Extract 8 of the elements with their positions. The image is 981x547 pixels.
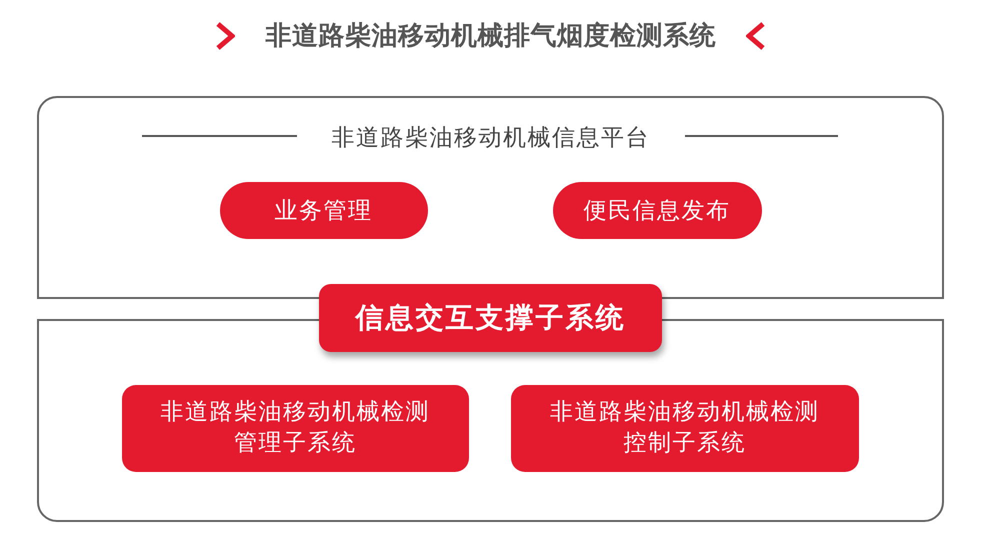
subsystem-block: 非道路柴油移动机械检测管理子系统 xyxy=(122,384,468,472)
subsystem-block: 信息交互支撑子系统 xyxy=(319,284,662,352)
function-block: 业务管理 xyxy=(220,182,428,238)
subsystem-block: 非道路柴油移动机械检测控制子系统 xyxy=(510,384,858,472)
panel-heading: 非道路柴油移动机械信息平台 xyxy=(331,124,650,152)
function-block: 便民信息发布 xyxy=(552,182,762,238)
title: 非道路柴油移动机械排气烟度检测系统 xyxy=(265,20,716,53)
platform-panel xyxy=(37,96,944,299)
